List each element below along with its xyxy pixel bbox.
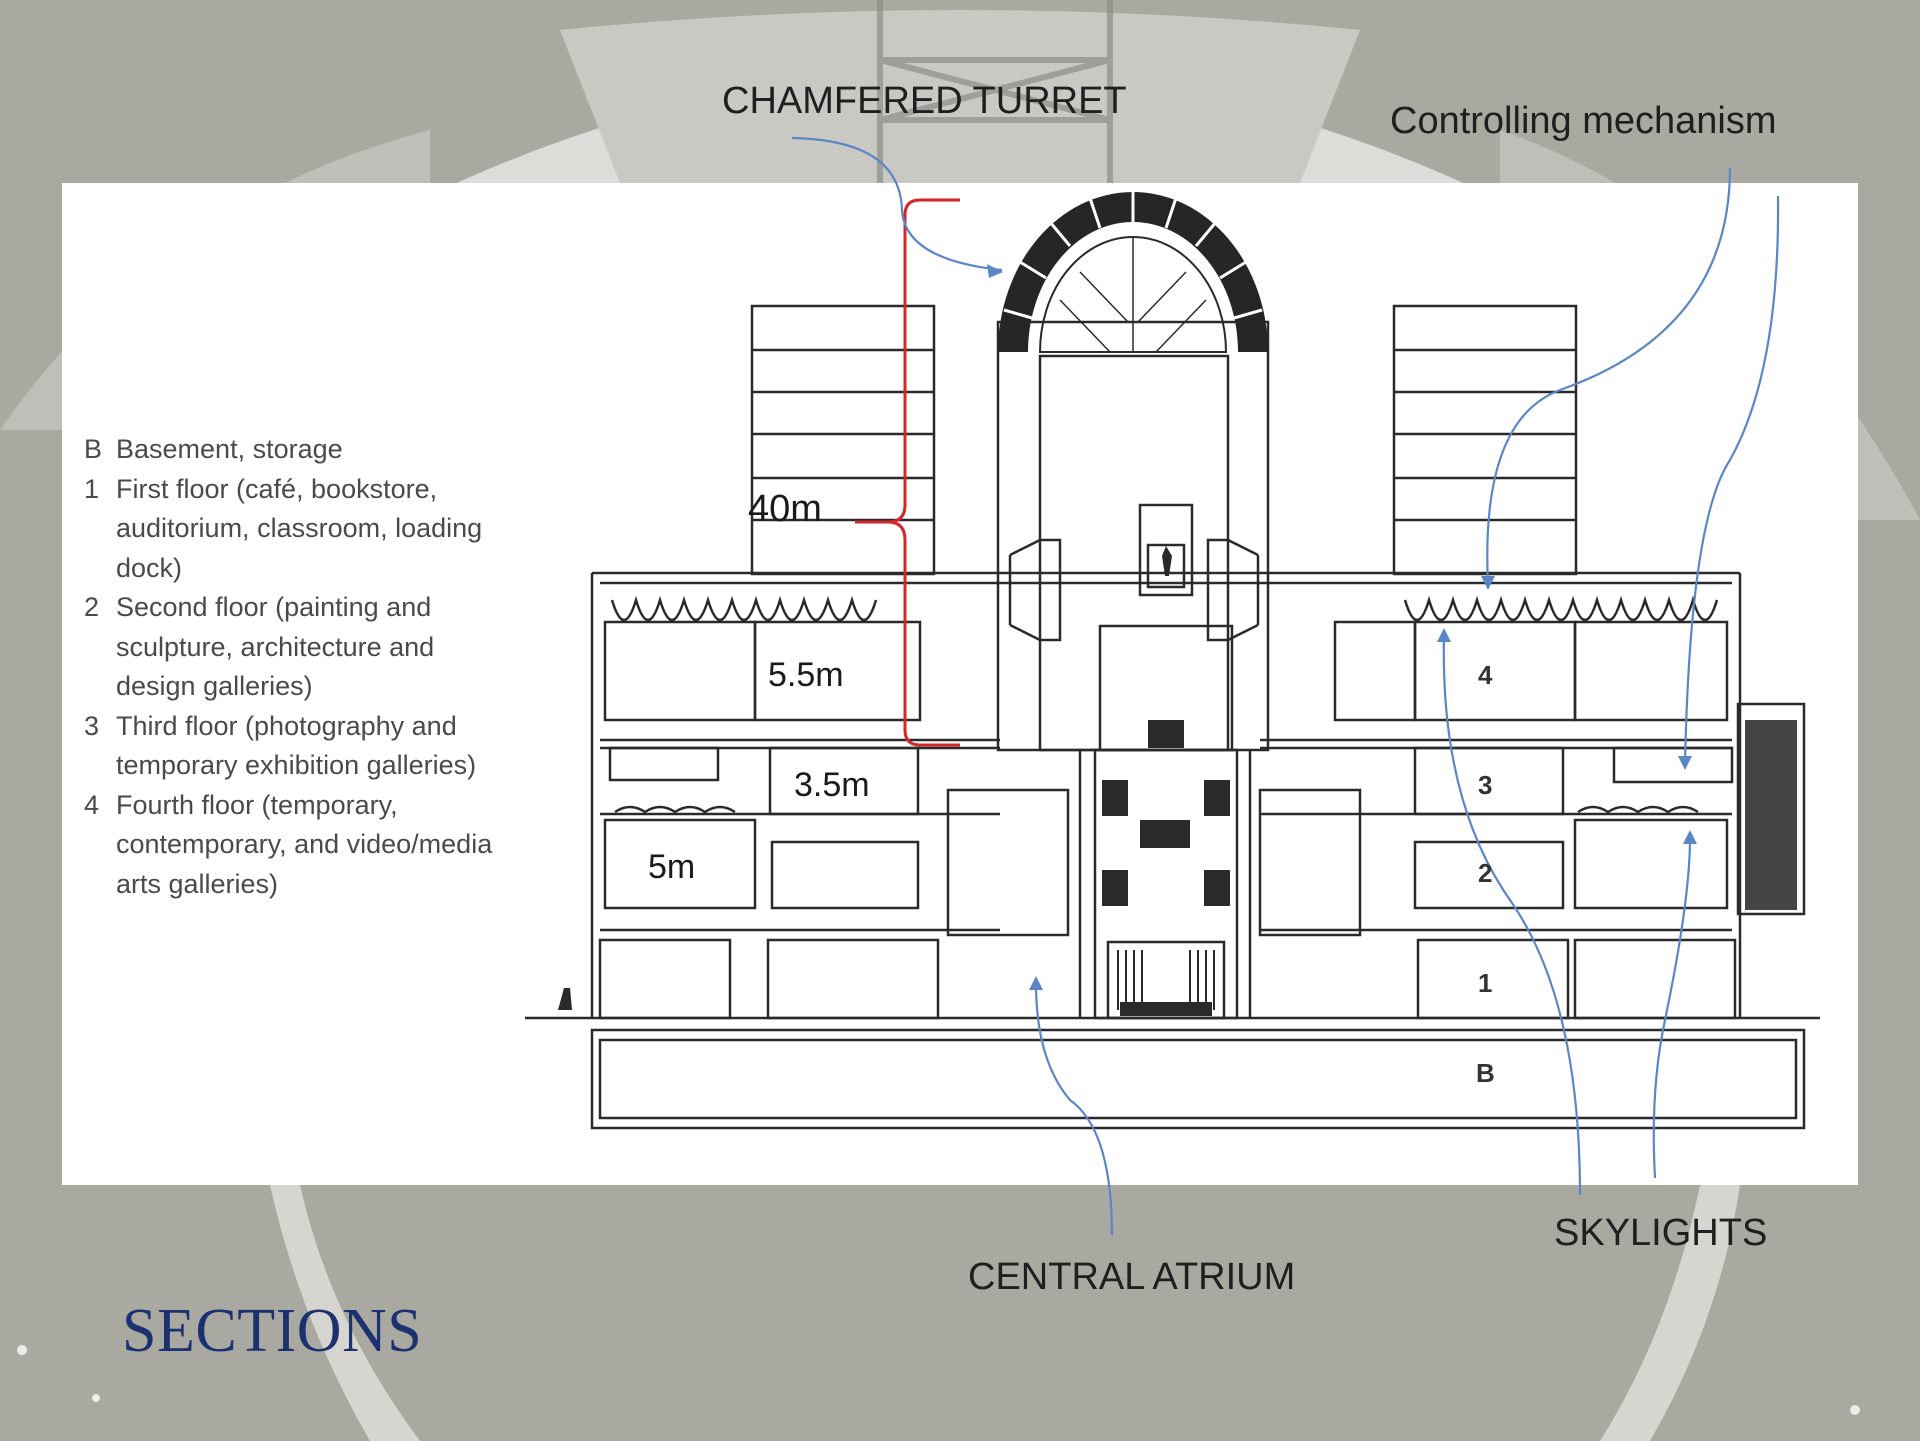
dimension-floor2: 5m bbox=[648, 848, 696, 886]
callout-chamfered-turret: CHAMFERED TURRET bbox=[722, 80, 1127, 122]
floor-label-2: 2 bbox=[1478, 858, 1493, 888]
legend-key: 1 bbox=[84, 473, 100, 504]
height-bracket bbox=[855, 198, 960, 747]
legend-text: Basement, storage bbox=[116, 434, 343, 464]
legend-key: 3 bbox=[84, 710, 100, 741]
floor-label-4: 4 bbox=[1478, 660, 1493, 690]
legend-text: Fourth floor (temporary, contemporary, a… bbox=[116, 789, 493, 899]
legend-key: B bbox=[84, 434, 103, 464]
floor-label-3: 3 bbox=[1478, 770, 1493, 800]
floor-label-1: 1 bbox=[1478, 968, 1493, 998]
legend-text: Second floor (painting and sculpture, ar… bbox=[116, 592, 435, 701]
legend-key: 4 bbox=[84, 789, 100, 820]
dimension-floor4: 5.5m bbox=[768, 656, 844, 694]
legend-text: Third floor (photography and temporary e… bbox=[116, 710, 477, 781]
legend-item: 4 Fourth floor (temporary, contemporary, … bbox=[84, 786, 514, 905]
legend-key: 2 bbox=[84, 592, 100, 622]
legend-item: 3 Third floor (photography and temporary … bbox=[84, 707, 514, 786]
callout-skylights: SKYLIGHTS bbox=[1554, 1212, 1768, 1254]
legend-item: B Basement, storage bbox=[84, 430, 514, 470]
dimension-floor3: 3.5m bbox=[794, 766, 870, 804]
legend-item: 2 Second floor (painting and sculpture, a… bbox=[84, 588, 514, 707]
callout-central-atrium: CENTRAL ATRIUM bbox=[968, 1256, 1296, 1298]
legend-text: First floor (café, bookstore, auditorium… bbox=[116, 473, 483, 583]
floor-label-basement: B bbox=[1476, 1058, 1495, 1088]
callout-controlling-mechanism: Controlling mechanism bbox=[1390, 100, 1777, 142]
slide-title: SECTIONS bbox=[122, 1297, 423, 1365]
floor-legend: B Basement, storage 1 First floor (café, b… bbox=[84, 430, 514, 904]
dimension-total-height: 40m bbox=[748, 488, 822, 530]
legend-item: 1 First floor (café, bookstore, auditoriu… bbox=[84, 470, 514, 589]
